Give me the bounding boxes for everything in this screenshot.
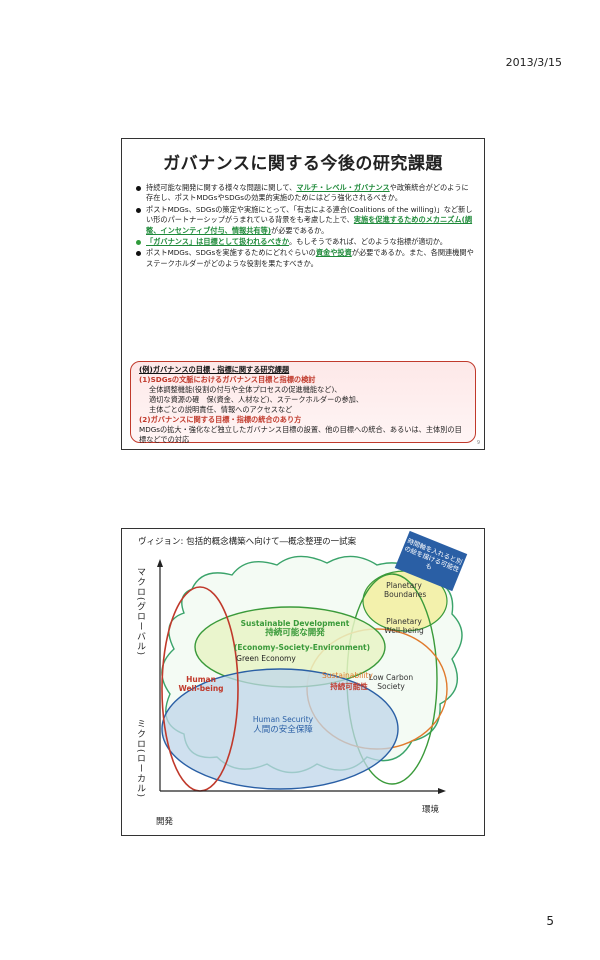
slide-research-topics: ガバナンスに関する今後の研究課題 持続可能な開発に関する様々な問題に関して、マル… bbox=[121, 138, 485, 450]
slide-number: 9 bbox=[476, 440, 480, 446]
bullet-item: 「ガバナンス」は目標として扱われるべきか。もしそうであれば、どのような指標が適切… bbox=[134, 237, 474, 247]
example-line: 適切な資源の確 保(資金、人材など)、ステークホルダーの参加、 bbox=[149, 395, 364, 404]
example-heading: (例)ガバナンスの目標・指標に関する研究課題 bbox=[139, 365, 290, 374]
sustainability-label: Sustainability bbox=[322, 671, 373, 680]
human-security-label: Human Security bbox=[252, 715, 314, 724]
slide-vision-diagram: ヴィジョン: 包括的概念構築へ向けて―概念整理の一試案 時間軸を入れると別の絵を… bbox=[121, 528, 485, 836]
example-line: 全体調整機能(役割の付与や全体プロセスの促進機能など)、 bbox=[149, 385, 342, 394]
concept-diagram bbox=[157, 555, 463, 794]
axis-y-top-label: マクロ(グローバル) bbox=[135, 567, 145, 657]
example-item-1: (1)SDGsの文脈におけるガバナンス目標と指標の検討 bbox=[139, 375, 316, 384]
axis-x-right-label: 環境 bbox=[422, 805, 440, 815]
bullet-item: ポストMDGs、SDGsの策定や実施にとって、「有志による連合(Coalitio… bbox=[134, 205, 474, 236]
y-axis-arrow bbox=[157, 559, 163, 567]
example-box: (例)ガバナンスの目標・指標に関する研究課題 (1)SDGsの文脈におけるガバナ… bbox=[130, 361, 476, 444]
planetary-boundaries-label: Planetary Boundaries bbox=[384, 581, 427, 599]
planetary-wellbeing-label: Planetary Well-being bbox=[384, 617, 424, 635]
x-axis-arrow bbox=[438, 788, 446, 794]
bullet-item: ポストMDGs、SDGsを実施するためにどれぐらいの資金や投資が必要であるか。ま… bbox=[134, 248, 474, 269]
bullet-item: 持続可能な開発に関する様々な問題に関して、マルチ・レベル・ガバナンスや政策統合が… bbox=[134, 183, 474, 204]
slide-title: ガバナンスに関する今後の研究課題 bbox=[163, 154, 443, 174]
green-economy-label: Green Economy bbox=[236, 654, 296, 663]
sustainability-ja-label: 持続可能性 bbox=[330, 682, 368, 691]
document-date: 2013/3/15 bbox=[505, 56, 562, 69]
sd-subtitle-label: (Economy-Society-Environment) bbox=[234, 643, 371, 652]
example-item-2: (2)ガバナンスに関する目標・指標の統合のあり方 bbox=[139, 415, 302, 424]
sustainable-development-label: Sustainable Development bbox=[240, 619, 350, 628]
low-carbon-label: Low Carbon Society bbox=[368, 673, 414, 691]
slide-title: ヴィジョン: 包括的概念構築へ向けて―概念整理の一試案 bbox=[138, 537, 357, 547]
axis-x-left-label: 開発 bbox=[156, 817, 174, 827]
example-text: MDGsの拡大・強化など独立したガバナンス目標の設置、他の目標への統合、あるいは… bbox=[139, 425, 462, 444]
human-wellbeing-label: Human Well-being bbox=[178, 675, 224, 693]
example-line: 主体ごとの説明責任、情報へのアクセスなど bbox=[149, 405, 293, 414]
human-security-ellipse bbox=[161, 668, 399, 790]
bullet-list: 持続可能な開発に関する様々な問題に関して、マルチ・レベル・ガバナンスや政策統合が… bbox=[134, 183, 474, 270]
human-security-ja-label: 人間の安全保障 bbox=[253, 725, 313, 735]
sustainable-development-ja-label: 持続可能な開発 bbox=[265, 628, 325, 638]
axis-y-bottom-label: ミクロ(ローカル) bbox=[135, 719, 145, 799]
page-number: 5 bbox=[546, 914, 554, 928]
